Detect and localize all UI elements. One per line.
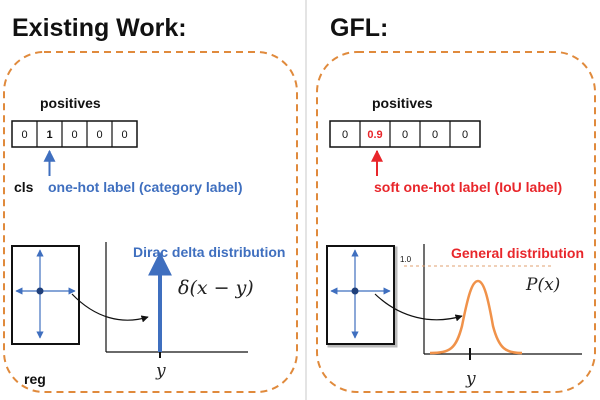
- level-1-tick-label: 1.0: [400, 255, 412, 264]
- dirac-delta-title: Dirac delta distribution: [133, 244, 285, 260]
- right-y-axis-mark: y: [465, 369, 476, 389]
- left-bbox: [11, 245, 80, 345]
- right-panel-title: GFL:: [330, 14, 388, 42]
- right-bbox-to-plot-arrow: [374, 293, 463, 322]
- right-cell-4: 0: [462, 129, 468, 141]
- cls-label: cls: [14, 179, 34, 195]
- left-cell-0: 0: [21, 129, 27, 141]
- left-y-axis-mark: y: [155, 361, 166, 381]
- general-distribution-title: General distribution: [451, 245, 584, 261]
- left-positives-label: positives: [40, 95, 101, 111]
- left-label-vector: 0 1 0 0 0: [11, 120, 138, 148]
- right-bbox-regression-arrows: [330, 249, 391, 339]
- right-cell-3: 0: [432, 129, 438, 141]
- reg-label: reg: [24, 371, 46, 387]
- left-label-description: one-hot label (category label): [48, 179, 242, 195]
- general-formula: P(x): [525, 275, 560, 295]
- dirac-formula: δ(x − y): [178, 277, 254, 299]
- right-cell-1: 0.9: [367, 129, 382, 141]
- left-panel-title: Existing Work:: [12, 14, 187, 42]
- left-bbox-to-plot-arrow: [71, 293, 149, 323]
- general-distribution-curve: [429, 279, 523, 355]
- right-label-description: soft one-hot label (IoU label): [374, 179, 562, 195]
- left-bbox-regression-arrows: [15, 249, 76, 339]
- left-cell-4: 0: [121, 129, 127, 141]
- right-bbox: [326, 245, 395, 345]
- right-dashed-frame: [316, 51, 596, 393]
- right-label-vector: 0 0.9 0 0 0: [329, 120, 481, 148]
- right-positives-label: positives: [372, 95, 433, 111]
- right-cell-2: 0: [402, 129, 408, 141]
- left-cell-1: 1: [46, 129, 52, 141]
- right-cell-0: 0: [342, 129, 348, 141]
- left-cell-2: 0: [71, 129, 77, 141]
- right-plot-axes: [423, 244, 582, 360]
- left-cell-3: 0: [96, 129, 102, 141]
